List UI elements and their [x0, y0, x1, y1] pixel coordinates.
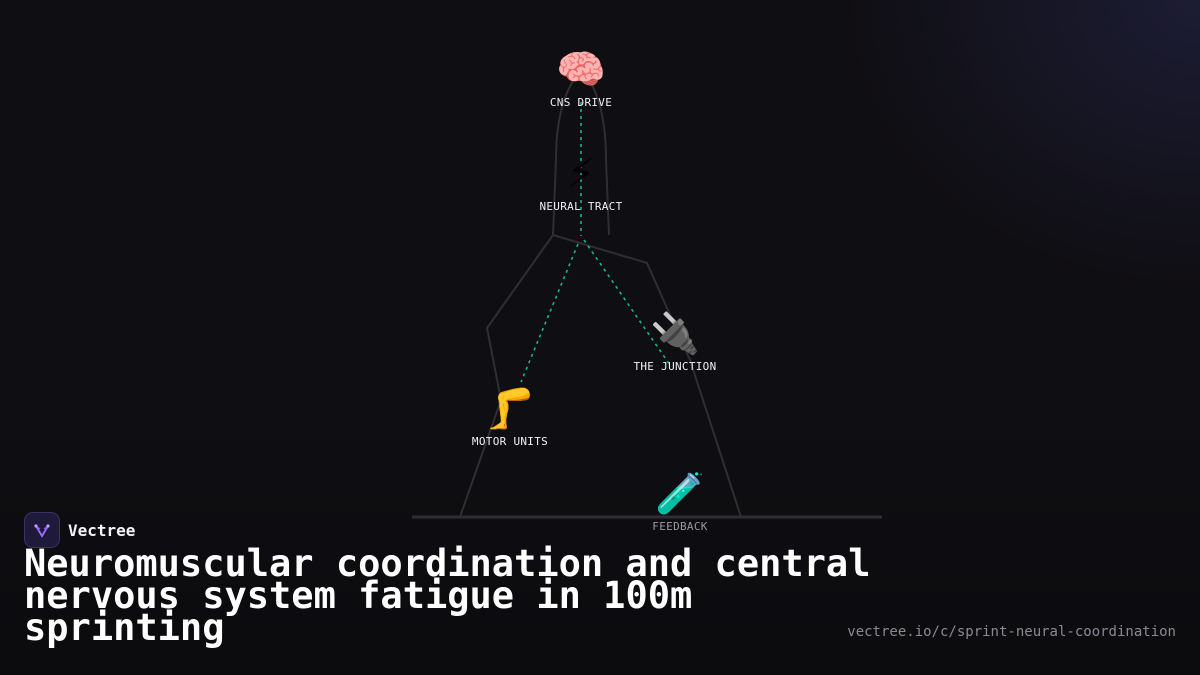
figure-outline [459, 77, 742, 518]
node-feedback[interactable]: 🧪 FEEDBACK [652, 470, 707, 533]
node-motor-units[interactable]: 🦵 MOTOR UNITS [472, 385, 548, 448]
head-left-outline [552, 77, 576, 236]
lightning-icon: ⚡ [566, 151, 596, 197]
left-leg-outline [459, 234, 554, 518]
plug-icon: 🔌 [650, 311, 700, 357]
link-tract-motor [520, 243, 579, 383]
brand[interactable]: Vectree [24, 512, 135, 548]
node-the-junction[interactable]: 🔌 THE JUNCTION [633, 310, 716, 373]
head-right-outline [587, 77, 610, 236]
link-tract-junction [583, 239, 671, 366]
brain-icon: 🧠 [556, 47, 606, 93]
node-label: NEURAL TRACT [539, 200, 623, 213]
leg-icon: 🦵 [485, 386, 535, 432]
node-cns-drive[interactable]: 🧠 CNS DRIVE [550, 46, 612, 109]
node-links [520, 102, 671, 383]
node-label: FEEDBACK [652, 520, 708, 533]
test-tube-icon: 🧪 [655, 471, 705, 517]
page-url[interactable]: vectree.io/c/sprint-neural-coordination [847, 624, 1176, 640]
page-title: Neuromuscular coordination and central n… [24, 542, 871, 649]
node-label: THE JUNCTION [633, 360, 717, 373]
right-leg-outline [552, 234, 742, 518]
node-label: MOTOR UNITS [471, 435, 549, 448]
node-label: CNS DRIVE [549, 96, 613, 109]
vectree-logo-icon [24, 512, 60, 548]
brand-name: Vectree [68, 520, 136, 540]
node-neural-tract[interactable]: ⚡ NEURAL TRACT [539, 150, 622, 213]
